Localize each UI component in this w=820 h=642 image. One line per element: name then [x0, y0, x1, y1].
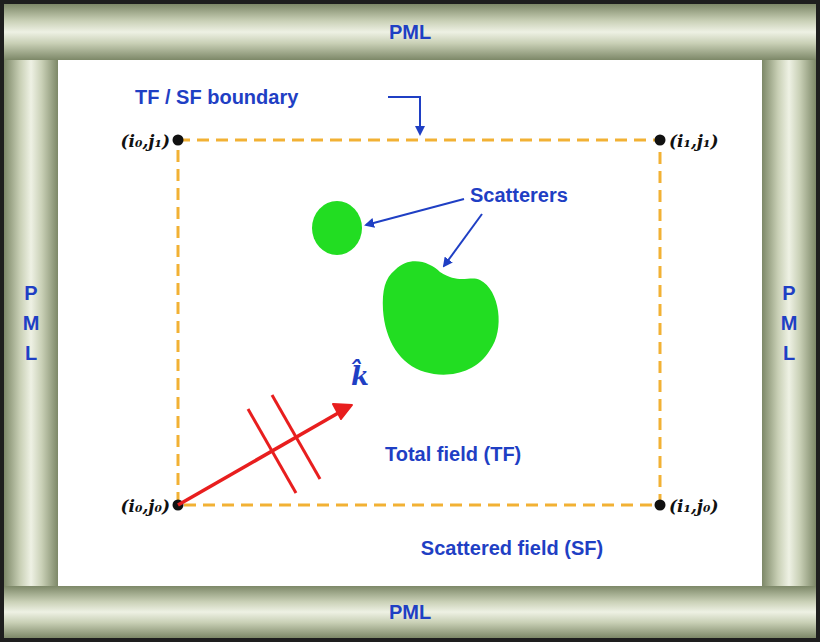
wavefront — [272, 395, 320, 479]
corner-index: (i₀,j₀) — [120, 496, 170, 516]
tfsf-boundary — [178, 140, 660, 505]
leader-arrow — [444, 214, 482, 266]
corner-dot — [655, 135, 666, 146]
pml-band: PML — [4, 586, 816, 638]
pml-band: P M L — [4, 60, 58, 586]
scatterer — [312, 201, 362, 255]
arrow-head — [333, 404, 352, 419]
pml-label: P M L — [20, 278, 42, 368]
leader-arrow — [366, 199, 464, 225]
total-field-region: Total field (TF) — [178, 140, 660, 505]
corner-index: (i₁,j₁) — [669, 131, 719, 151]
pml-band: PML — [4, 4, 816, 60]
wave-vector-label: k̂ — [351, 361, 369, 392]
region-label: Scattered field (SF) — [421, 536, 603, 560]
corner-dot — [173, 135, 184, 146]
corner-index: (i₀,j₁) — [120, 131, 170, 151]
corner-index: (i₁,j₀) — [669, 496, 719, 516]
scatterer-label: Scatterers — [470, 183, 568, 207]
leader-arrow — [388, 97, 420, 134]
corner-dot — [655, 500, 666, 511]
region-label: Total field (TF) — [385, 443, 521, 466]
pml-label: P M L — [778, 278, 800, 368]
pml-band: P M L — [762, 60, 816, 586]
pml-label: PML — [389, 21, 431, 44]
scatterer — [383, 261, 499, 374]
boundary-label: TF / SF boundary — [135, 85, 298, 109]
pml-label: PML — [389, 601, 431, 624]
